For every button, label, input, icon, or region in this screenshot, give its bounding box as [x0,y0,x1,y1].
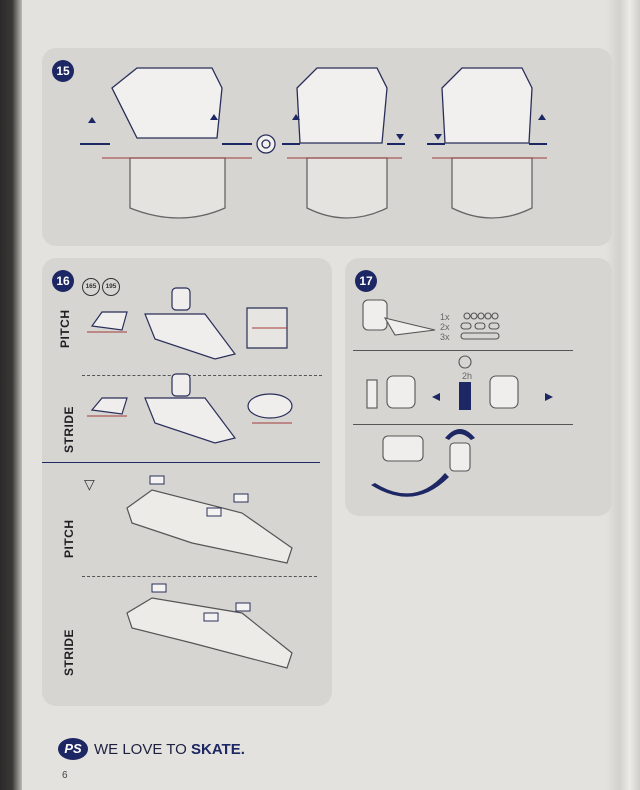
slogan-light: WE LOVE TO [94,740,191,758]
step-15-panel: 15 [42,48,612,246]
step-number: 15 [52,60,74,82]
slogan: WE LOVE TO SKATE. [94,741,245,758]
divider [82,576,317,577]
charge-time: 2h [462,371,473,381]
divider [82,375,322,376]
boot-axle-illustrations [80,67,547,219]
frame-icon: ▽ [84,476,95,492]
divider [353,350,573,351]
slogan-bold: SKATE. [190,740,245,758]
size-badge-195: 195 [102,278,120,296]
cuff-mount-illustrations [87,287,293,444]
divider [353,424,573,425]
step-number: 17 [355,270,377,292]
divider [42,462,320,463]
frame-illustrations [126,475,293,669]
step-17-panel: 17 1x 2x 3x 2h [345,258,612,516]
light-module-illustrations [362,299,553,497]
brand-logo: PS WE LOVE TO SKATE. [58,738,245,760]
step-16-panel: 16 165 195 PITCH STRIDE ▽ PITCH STRIDE [42,258,332,706]
press-2x: 2x [440,322,450,332]
step-number: 16 [52,270,74,292]
press-3x: 3x [440,332,450,342]
ps-logo-mark: PS [58,738,88,760]
press-1x: 1x [440,312,450,322]
size-badge-165: 165 [82,278,100,296]
page-number: 6 [62,770,68,781]
page-edge-shadow [0,0,22,790]
